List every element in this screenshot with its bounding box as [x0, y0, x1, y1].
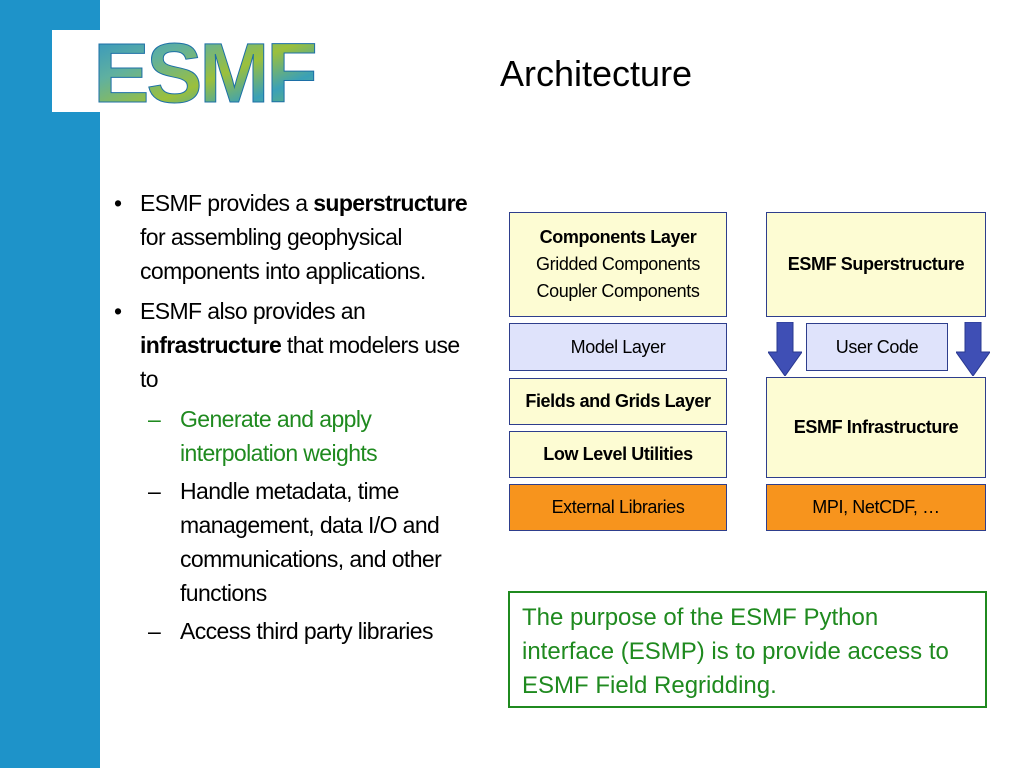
mpi-netcdf-box: MPI, NetCDF, …: [766, 484, 986, 531]
model-layer-box: Model Layer: [509, 323, 727, 371]
esmf-infrastructure-box: ESMF Infrastructure: [766, 377, 986, 478]
sub-bullet-metadata: –Handle metadata, time management, data …: [148, 478, 442, 606]
low-level-utilities-box: Low Level Utilities: [509, 431, 727, 478]
bullet-infrastructure: ESMF also provides an infrastructure tha…: [112, 294, 472, 396]
svg-text:ESMF: ESMF: [93, 30, 315, 112]
slide-title: Architecture: [500, 53, 693, 94]
fields-grids-layer-box: Fields and Grids Layer: [509, 378, 727, 425]
esmf-superstructure-box: ESMF Superstructure: [766, 212, 986, 317]
left-side-bar: [0, 0, 100, 768]
purpose-callout: The purpose of the ESMF Python interface…: [508, 591, 987, 708]
external-libraries-box: External Libraries: [509, 484, 727, 531]
esmf-logo: ESMF: [52, 30, 356, 112]
user-code-box: User Code: [806, 323, 948, 371]
bullet-list: ESMF provides a superstructure for assem…: [112, 186, 472, 648]
sub-bullet-third-party: –Access third party libraries: [148, 618, 434, 644]
bullet-superstructure: ESMF provides a superstructure for assem…: [112, 186, 472, 288]
sub-bullet-interpolation: –Generate and apply interpolation weight…: [148, 406, 378, 466]
components-layer-box: Components Layer Gridded Components Coup…: [509, 212, 727, 317]
down-arrow-left-icon: [768, 322, 802, 376]
down-arrow-right-icon: [956, 322, 990, 376]
